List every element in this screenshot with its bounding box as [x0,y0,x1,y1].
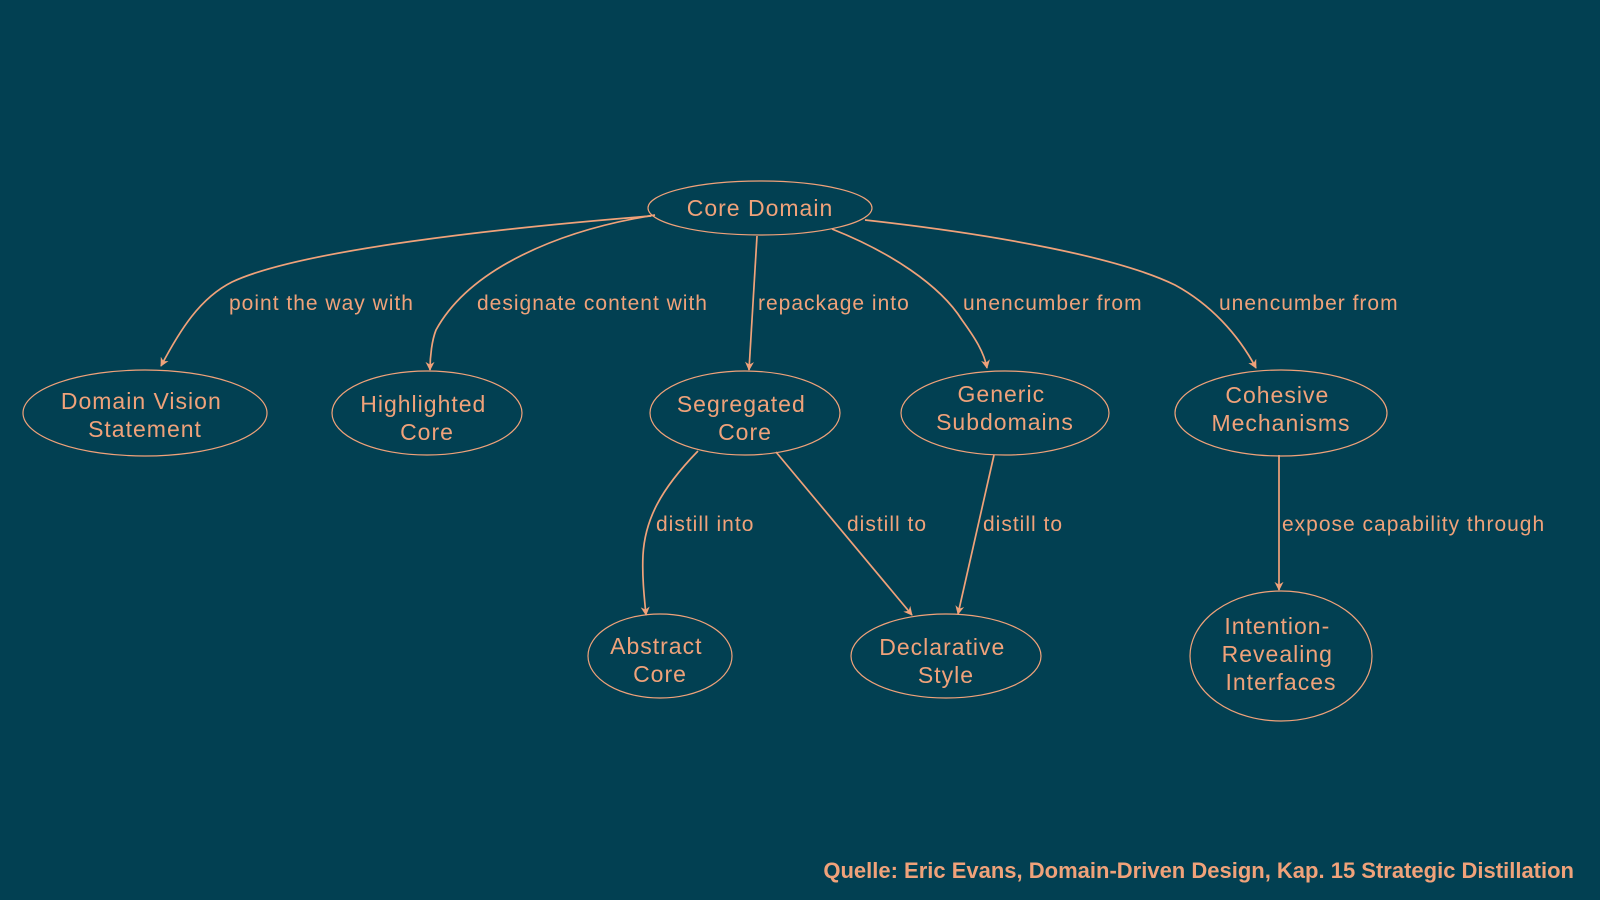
node-label: Generic [958,381,1046,407]
node-label: Segregated [677,391,806,417]
node-declarative-style: Declarative Style [850,613,1042,699]
node-label: Declarative [879,634,1005,660]
node-intention-revealing-interfaces: Intention- Revealing Interfaces [1189,590,1373,722]
node-label: Core [718,419,772,445]
edge-core-domain-to-generic-subdomains: unencumber from [831,228,1143,369]
edge-label: point the way with [229,292,414,315]
svg-text:Highlighted Core: Highlighted Core [360,391,493,445]
node-domain-vision-statement: Domain Vision Statement [22,369,268,457]
node-core-domain: Core Domain [647,180,873,236]
node-segregated-core: Segregated Core [649,370,841,456]
node-label: Revealing [1222,641,1333,667]
edge-core-domain-to-domain-vision-statement: point the way with [160,215,652,367]
svg-text:Core Domain: Core Domain [687,195,834,221]
svg-text:Domain Vision Statem: Domain Vision Statement [61,388,229,442]
svg-text:Abstract Core: Abstract Core [610,633,710,687]
edge-label: distill into [656,513,754,536]
edge-segregated-core-to-declarative-style: distill to [775,451,927,616]
node-cohesive-mechanisms: Cohesive Mechanisms [1174,369,1388,457]
edge-label: repackage into [758,292,910,315]
edge-generic-subdomains-to-declarative-style: distill to [955,454,1063,615]
node-label: Domain Vision [61,388,222,414]
node-label: Subdomains [936,409,1074,435]
edge-core-domain-to-cohesive-mechanisms: unencumber from [864,219,1399,369]
edge-label: expose capability through [1282,513,1545,536]
source-citation: Quelle: Eric Evans, Domain-Driven Design… [823,858,1574,883]
edge-segregated-core-to-abstract-core: distill into [640,450,754,616]
edge-label: unencumber from [963,292,1143,315]
edge-core-domain-to-segregated-core: repackage into [744,235,910,371]
edge-cohesive-mechanisms-to-intention-revealing-interfaces: expose capability through [1274,455,1545,591]
node-label: Interfaces [1226,669,1337,695]
edges: point the way with designate content wit… [160,214,1545,616]
node-label: Intention- [1224,613,1330,639]
edge-label: designate content with [477,292,708,315]
nodes: Core Domain Domain Vision Statement High… [22,180,1388,722]
node-generic-subdomains: Generic Subdomains [900,370,1110,456]
edge-label: distill to [847,513,927,536]
svg-text:Declarative Style: Declarative Style [879,634,1012,688]
svg-text:Generic Subdomains: Generic Subdomains [936,381,1074,435]
edge-core-domain-to-highlighted-core: designate content with [425,214,708,371]
node-abstract-core: Abstract Core [587,613,733,699]
node-label: Core [400,419,454,445]
edge-label: unencumber from [1219,292,1399,315]
svg-text:Cohesive Mechanisms: Cohesive Mechanisms [1211,382,1350,436]
node-label: Style [918,662,974,688]
node-label: Core [633,661,687,687]
node-label: Mechanisms [1211,410,1350,436]
svg-text:Segregated Core: Segregated Core [677,391,813,445]
node-label: Highlighted [360,391,486,417]
node-label: Statement [88,416,202,442]
node-highlighted-core: Highlighted Core [331,370,523,456]
node-label: Cohesive [1225,382,1329,408]
edge-label: distill to [983,513,1063,536]
node-label: Core Domain [687,195,834,221]
node-label: Abstract [610,633,702,659]
svg-text:Intention- Revealing: Intention- Revealing Interfaces [1222,613,1341,695]
